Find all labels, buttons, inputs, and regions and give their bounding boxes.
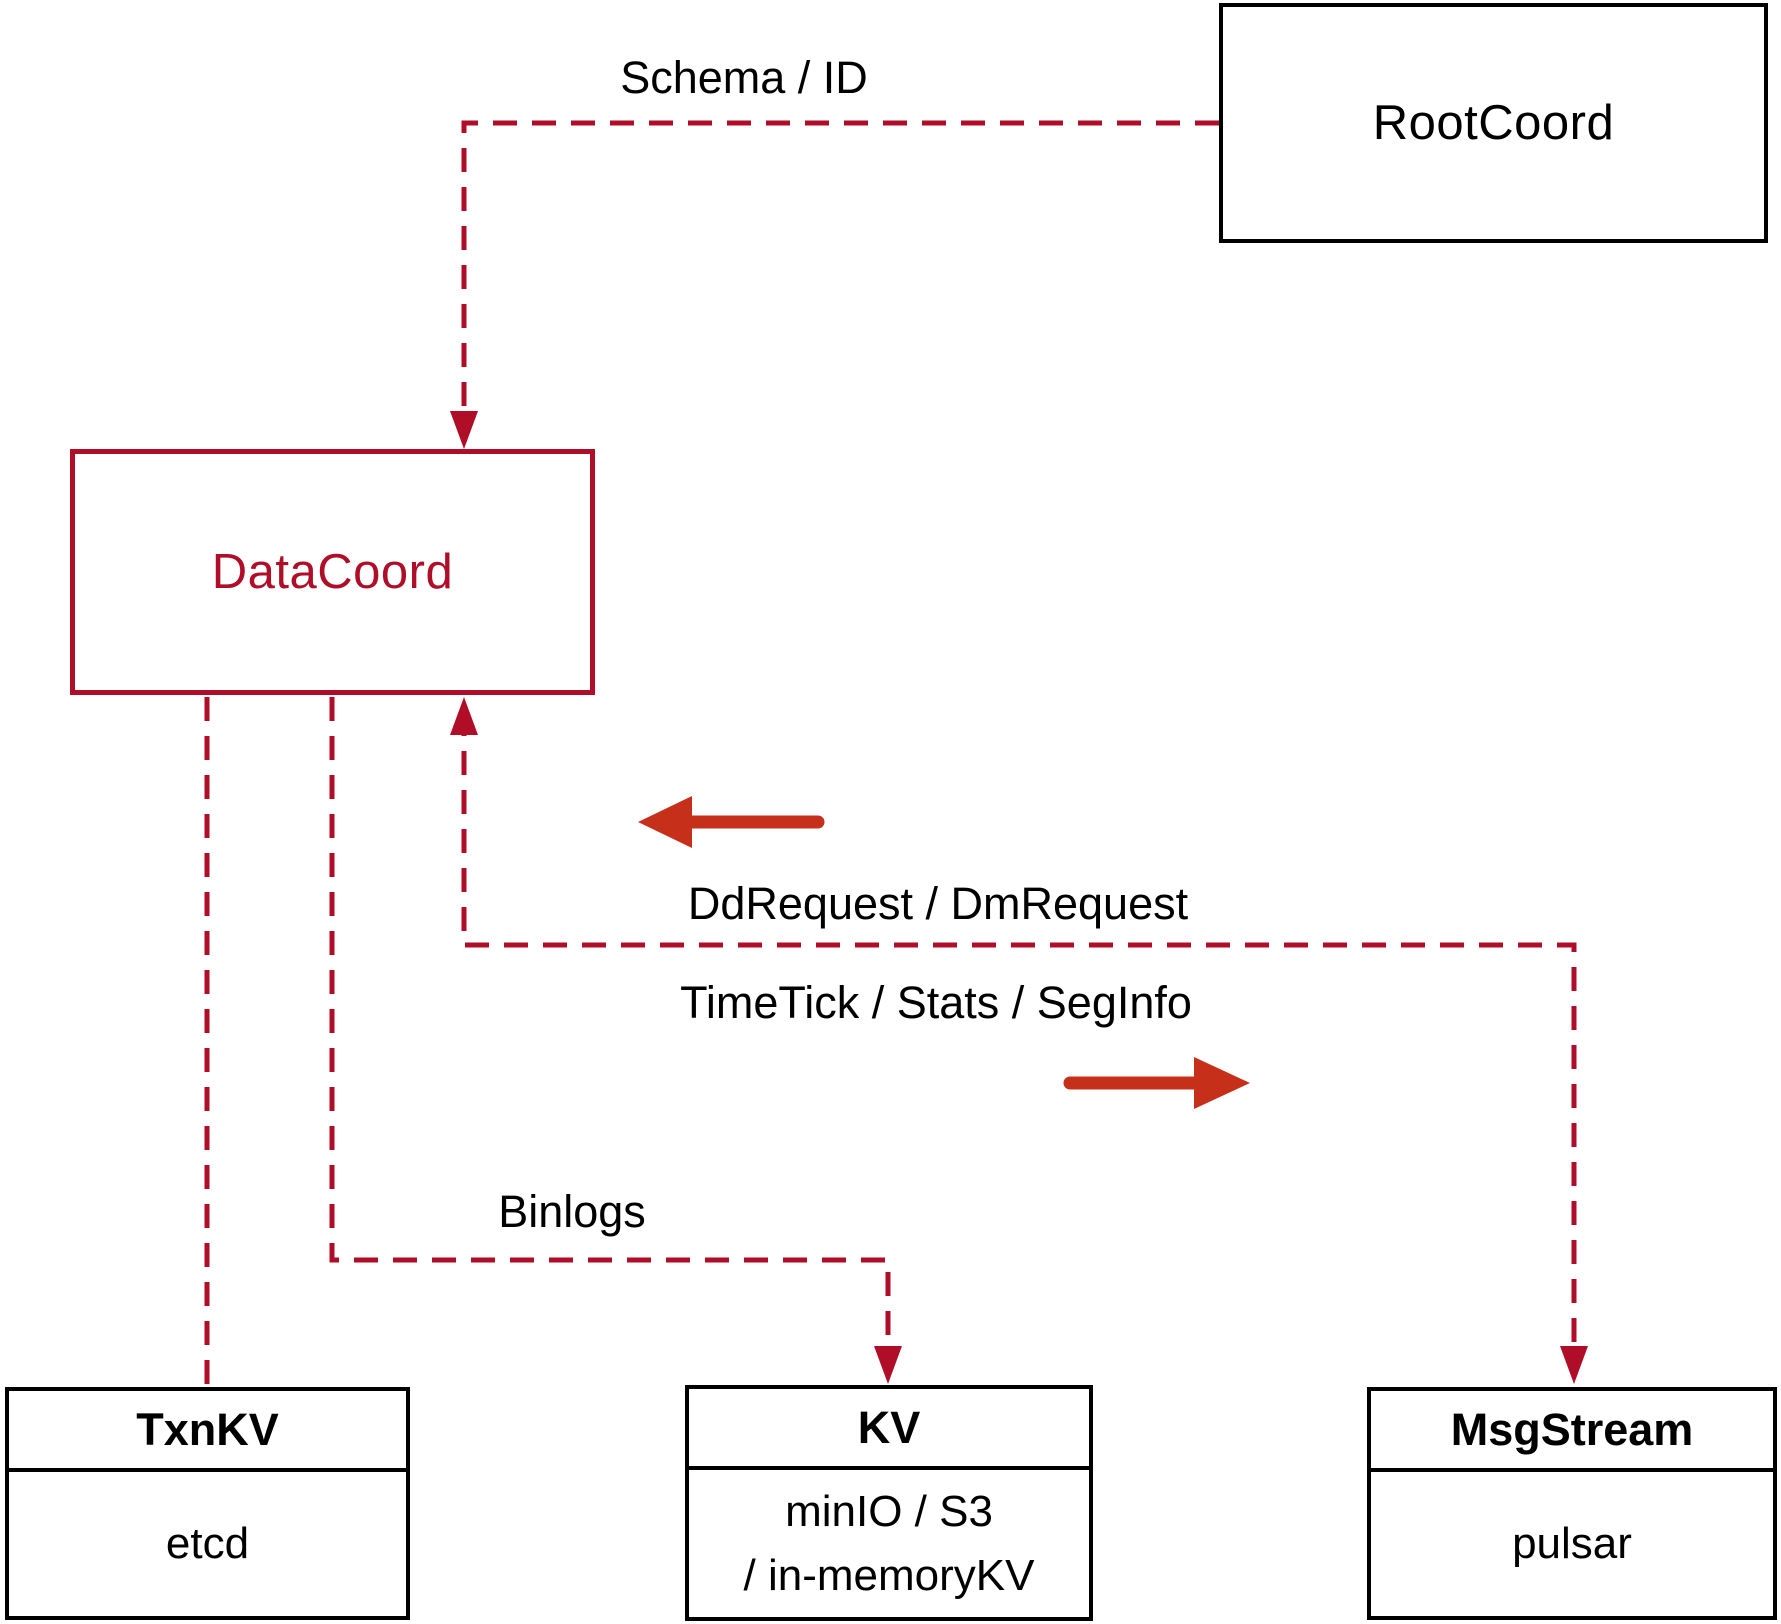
edge-binlogs-line [329,697,891,1370]
msgstream-detail: pulsar [1371,1472,1773,1616]
edge-msgstream-up-arrowhead [450,697,478,735]
kv-detail: minIO / S3 / in-memoryKV [689,1470,1089,1617]
edge-schema-id-arrowhead [450,411,478,449]
rootcoord-label: RootCoord [1372,96,1615,150]
datacoord-label: DataCoord [211,545,454,599]
left-direction-arrow [638,796,825,848]
kv-title: KV [689,1389,1089,1470]
txnkv-detail-line: etcd [165,1519,250,1569]
msgstream-title: MsgStream [1371,1391,1773,1472]
rootcoord-node: RootCoord [1219,3,1768,243]
txnkv-node: TxnKV etcd [5,1387,410,1620]
edge-label-binlogs: Binlogs [498,1186,646,1237]
edge-label-schema-id: Schema / ID [620,52,868,103]
right-direction-arrow [1063,1057,1250,1109]
kv-detail-line-2: / in-memoryKV [743,1550,1035,1600]
edge-msgstream-line [461,712,1577,1370]
msgstream-node: MsgStream pulsar [1367,1387,1777,1620]
txnkv-title: TxnKV [9,1391,406,1472]
kv-node: KV minIO / S3 / in-memoryKV [685,1385,1093,1621]
kv-detail-line-1: minIO / S3 [785,1486,993,1536]
edge-schema-id-line [461,120,1219,434]
txnkv-detail: etcd [9,1472,406,1616]
edge-binlogs-arrowhead [874,1346,902,1384]
datacoord-node: DataCoord [70,449,595,695]
edge-msgstream-down-arrowhead [1560,1346,1588,1384]
msgstream-detail-line: pulsar [1512,1519,1632,1569]
edge-label-ddrequest-dmrequest: DdRequest / DmRequest [687,878,1189,929]
edge-label-timetick-stats-seginfo: TimeTick / Stats / SegInfo [680,977,1192,1028]
